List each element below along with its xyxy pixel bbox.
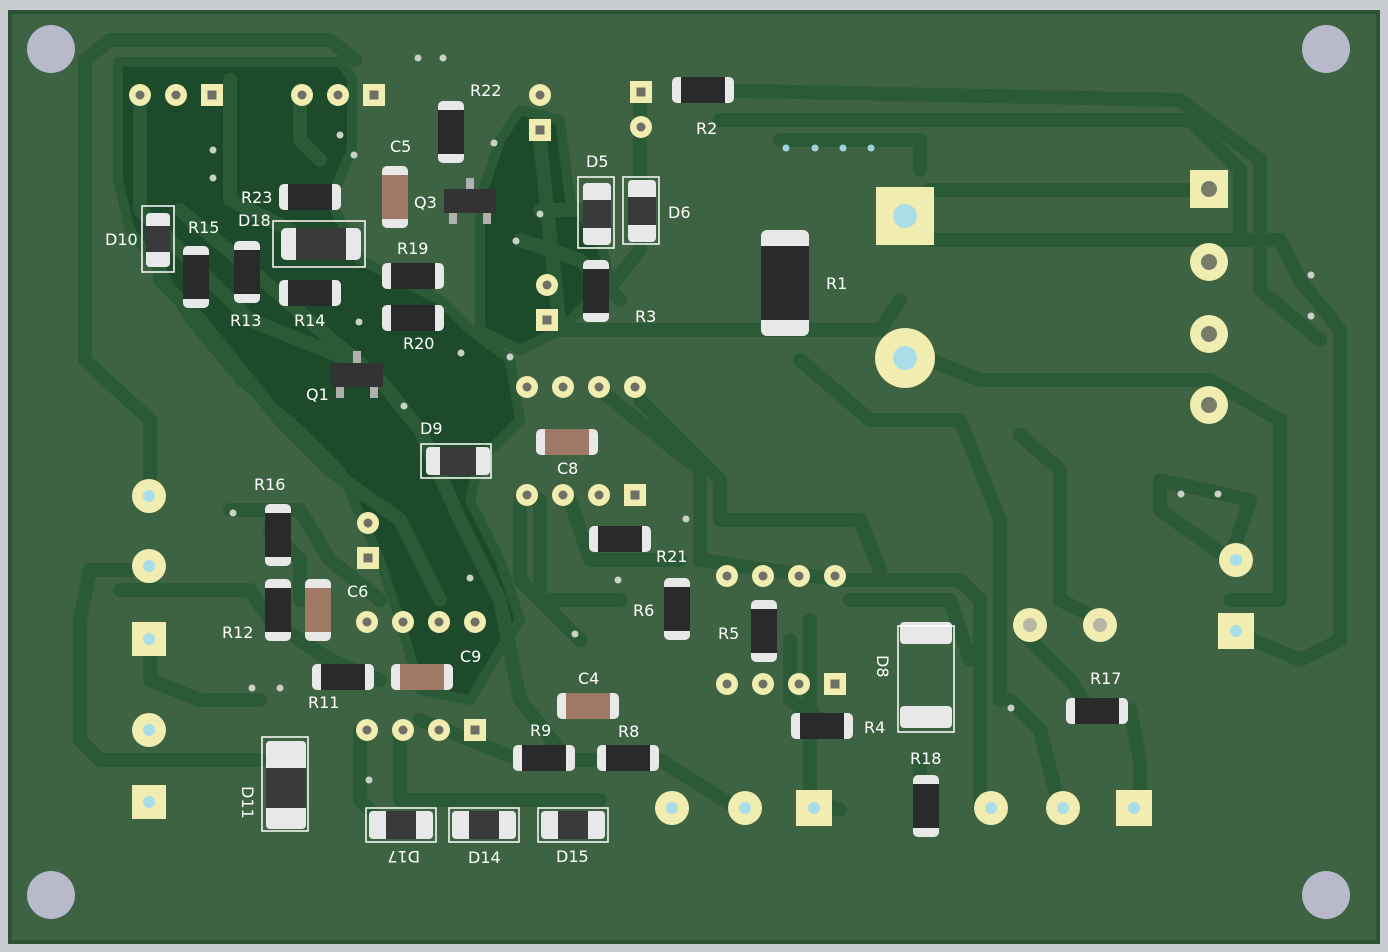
- label-R2: R2: [696, 119, 717, 138]
- label-R14: R14: [294, 311, 325, 330]
- label-R8: R8: [618, 722, 639, 741]
- label-Q1: Q1: [306, 385, 329, 404]
- label-R11: R11: [308, 693, 339, 712]
- label-D17: D17: [387, 847, 420, 866]
- smd-components: [146, 77, 1128, 839]
- label-D18: D18: [238, 211, 271, 230]
- mounting-hole: [27, 25, 75, 73]
- label-R17: R17: [1090, 669, 1121, 688]
- label-R12: R12: [222, 623, 253, 642]
- mounting-hole: [1302, 25, 1350, 73]
- silkscreen-outlines: [141, 176, 955, 843]
- label-C5: C5: [390, 137, 411, 156]
- silkscreen-labels: R22 R2 C5 D5 D6 R23 Q3 D18 D10 R15 R19 R…: [105, 81, 1121, 867]
- label-R3: R3: [635, 307, 656, 326]
- label-R4: R4: [864, 718, 885, 737]
- label-Q3: Q3: [414, 193, 437, 212]
- heatsink-vias: [782, 144, 875, 152]
- label-R15: R15: [188, 218, 219, 237]
- mounting-holes: [27, 25, 1350, 919]
- mounting-hole: [1302, 871, 1350, 919]
- label-D8: D8: [873, 655, 892, 678]
- label-D11: D11: [238, 786, 257, 819]
- label-R20: R20: [403, 334, 434, 353]
- label-R13: R13: [230, 311, 261, 330]
- mounting-hole: [27, 871, 75, 919]
- label-C6: C6: [347, 582, 368, 601]
- label-R6: R6: [633, 601, 654, 620]
- label-D14: D14: [468, 848, 501, 867]
- large-pads: [132, 170, 1254, 826]
- label-R16: R16: [254, 475, 285, 494]
- label-R9: R9: [530, 721, 551, 740]
- label-R1: R1: [826, 274, 847, 293]
- label-C9: C9: [460, 647, 481, 666]
- label-R21: R21: [656, 547, 687, 566]
- label-D9: D9: [420, 419, 443, 438]
- label-R23: R23: [241, 188, 272, 207]
- label-R18: R18: [910, 749, 941, 768]
- label-C4: C4: [578, 669, 599, 688]
- vias: [209, 54, 1315, 784]
- label-D10: D10: [105, 230, 138, 249]
- label-D5: D5: [586, 152, 609, 171]
- label-D15: D15: [556, 847, 589, 866]
- label-R22: R22: [470, 81, 501, 100]
- traces: [73, 33, 1347, 827]
- label-R5: R5: [718, 624, 739, 643]
- label-R19: R19: [397, 239, 428, 258]
- label-D6: D6: [668, 203, 691, 222]
- label-C8: C8: [557, 459, 578, 478]
